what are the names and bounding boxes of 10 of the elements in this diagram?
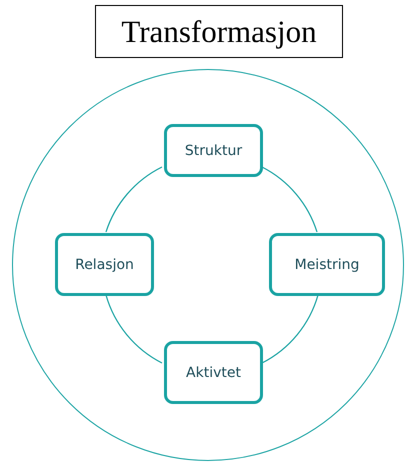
- connector-arc: [105, 166, 162, 232]
- outer-circle: [12, 69, 404, 461]
- process-box: Struktur: [164, 124, 263, 177]
- process-box: Aktivtet: [164, 341, 263, 404]
- connector-arc: [105, 294, 162, 364]
- connector-arc: [262, 166, 318, 232]
- process-box: Meistring: [269, 233, 385, 296]
- title-box: Transformasjon: [95, 5, 343, 58]
- process-box: Relasjon: [55, 233, 154, 296]
- connector-arc: [262, 294, 319, 364]
